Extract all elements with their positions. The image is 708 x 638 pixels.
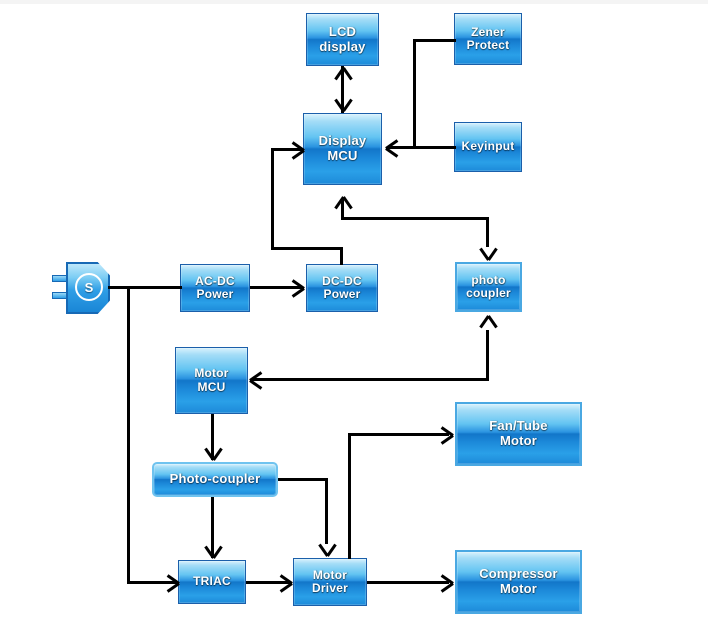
block-zener-protect[interactable]: Zener Protect [454, 13, 522, 65]
block-lcd-display[interactable]: LCD display [306, 13, 379, 66]
connector-mains-to-triac [127, 581, 177, 584]
connector-down-to-photocoupler [486, 217, 489, 247]
connector-dcdc-left [271, 247, 343, 250]
connector-photocoupler-to-mcu-up [341, 198, 344, 220]
power-plug-icon[interactable]: S [52, 262, 110, 314]
block-ac-dc-power-line2: Power [196, 287, 234, 301]
block-photo-coupler-motor-line1: Photo-coupler [169, 471, 261, 487]
block-fan-tube-motor[interactable]: Fan/Tube Motor [455, 402, 582, 466]
block-compressor-motor-line1: Compressor [479, 566, 558, 582]
connector-lcd-to-mcu [341, 66, 344, 113]
connector-dcdc-into-mcu [271, 148, 303, 151]
block-keyinput[interactable]: Keyinput [454, 122, 522, 172]
connector-dcdc-up2 [271, 148, 274, 249]
block-dc-dc-power-line1: DC-DC [322, 273, 362, 288]
connector-photocoupler-to-triac [211, 497, 214, 558]
block-dc-dc-power-line2: Power [323, 287, 361, 301]
block-photo-coupler-display[interactable]: photo coupler [455, 262, 522, 312]
block-lcd-display-line1: LCD [328, 23, 357, 39]
block-motor-mcu-line1: Motor [194, 366, 229, 381]
block-keyinput-line1: Keyinput [461, 139, 515, 154]
connector-zener-vertical [413, 39, 416, 149]
block-zener-protect-line2: Protect [466, 38, 510, 52]
block-motor-driver-line1: Motor [312, 567, 348, 582]
block-triac-line1: TRIAC [193, 574, 231, 589]
top-edge-strip [0, 0, 708, 4]
connector-triac-to-driver [246, 581, 290, 584]
block-ac-dc-power[interactable]: AC-DC Power [180, 264, 250, 312]
block-dc-dc-power[interactable]: DC-DC Power [306, 264, 378, 312]
connector-acdc-to-dcdc [250, 286, 302, 289]
block-compressor-motor[interactable]: Compressor Motor [455, 550, 582, 614]
block-motor-driver[interactable]: Motor Driver [293, 558, 367, 606]
connector-photocoupler-to-motormcu [252, 378, 489, 381]
connector-bus-mcu-photocoupler [341, 217, 489, 220]
plug-symbol: S [75, 273, 103, 301]
block-ac-dc-power-line1: AC-DC [195, 273, 235, 288]
block-display-mcu[interactable]: Display MCU [303, 113, 382, 185]
block-motor-mcu-line2: MCU [197, 379, 226, 394]
connector-driver-to-fantube [348, 433, 449, 436]
connector-plug-to-acdc [108, 286, 182, 289]
connector-dcdc-up [340, 247, 343, 265]
block-display-mcu-line2: MCU [327, 148, 358, 163]
connector-motormcu-to-photocoupler-vert [486, 330, 489, 378]
connector-photocoupler-right [278, 478, 328, 481]
connector-driver-up [348, 433, 351, 559]
connector-driver-to-compressor [367, 581, 449, 584]
connector-keyinput-to-mcu [388, 146, 456, 149]
block-triac[interactable]: TRIAC [178, 560, 246, 604]
block-compressor-motor-line2: Motor [499, 581, 538, 596]
block-photo-coupler-display-line1: photo [471, 272, 506, 287]
block-fan-tube-motor-line2: Motor [499, 433, 538, 448]
connector-photocoupler-down-to-driver [325, 478, 328, 544]
connector-mains-vertical [127, 286, 130, 584]
block-photo-coupler-motor[interactable]: Photo-coupler [152, 462, 278, 497]
block-lcd-display-line2: display [319, 38, 366, 54]
block-photo-coupler-display-line2: coupler [466, 286, 511, 300]
block-zener-protect-line1: Zener [471, 24, 505, 39]
block-display-mcu-line1: Display [318, 133, 367, 149]
block-fan-tube-motor-line1: Fan/Tube [489, 418, 548, 434]
block-motor-driver-line2: Driver [312, 581, 348, 595]
connector-zener-horizontal [413, 39, 456, 42]
block-motor-mcu[interactable]: Motor MCU [175, 347, 248, 414]
connector-motormcu-to-photocoupler-lo [211, 414, 214, 460]
